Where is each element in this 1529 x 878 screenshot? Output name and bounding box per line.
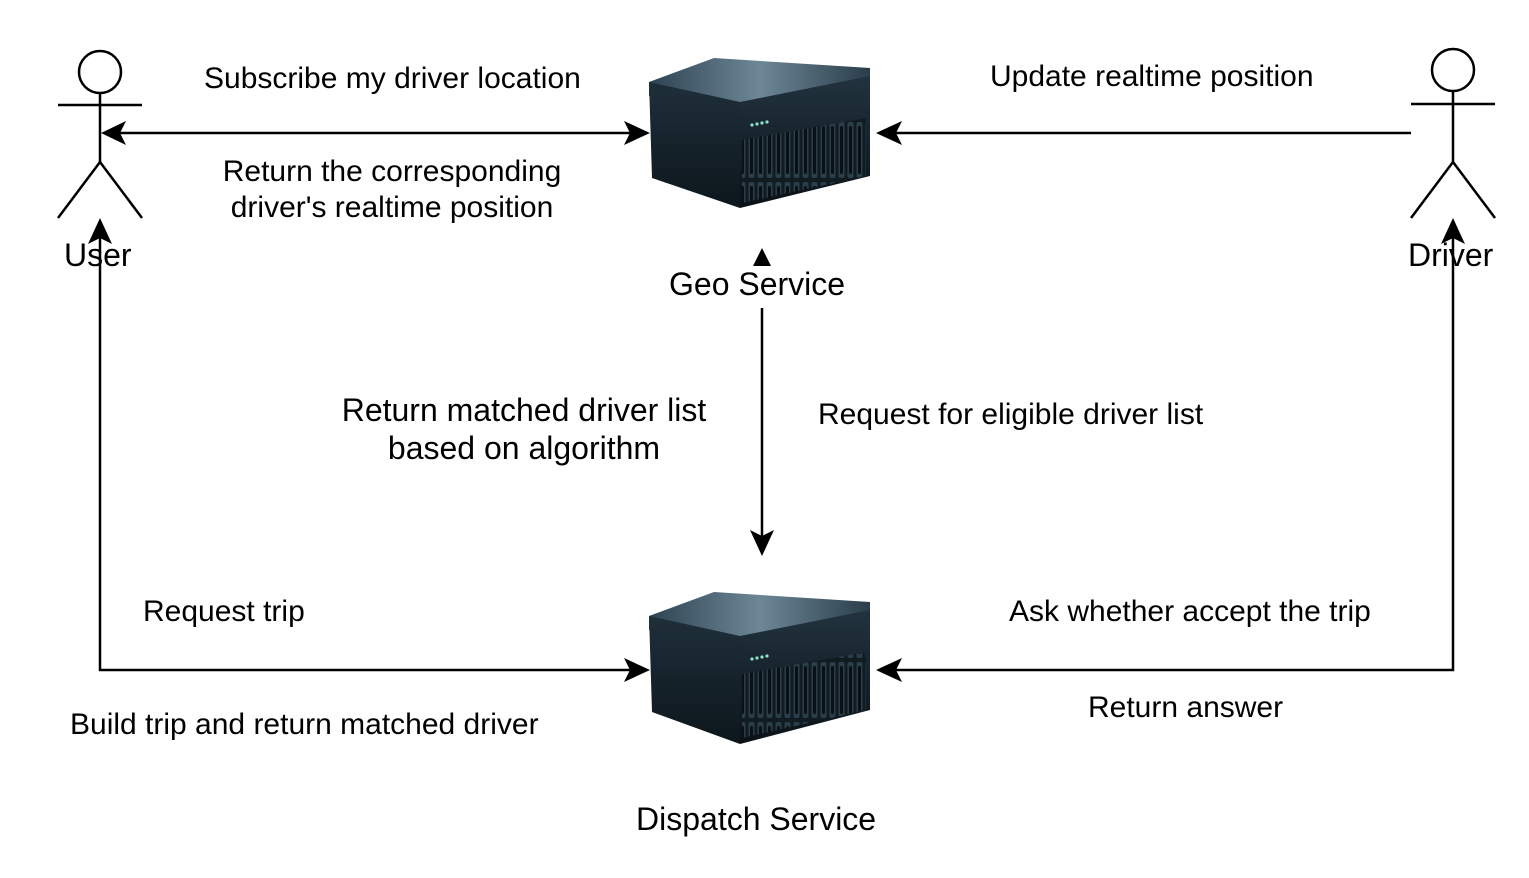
edge-label-request-eligible-list: Request for eligible driver list xyxy=(818,398,1204,431)
arrowhead-to-geo-from-dispatch xyxy=(753,248,771,266)
connector-driver-geo xyxy=(876,121,1411,145)
edge-label-subscribe-location: Subscribe my driver location xyxy=(204,62,581,95)
connector-driver-dispatch xyxy=(876,218,1465,682)
connector-user-geo xyxy=(101,121,650,145)
edge-label-return-realtime-position: Return the corresponding driver's realti… xyxy=(222,155,562,224)
connector-geo-dispatch xyxy=(750,248,774,556)
driver-actor-label: Driver xyxy=(1408,237,1494,273)
arrowhead-to-dispatch xyxy=(750,530,774,556)
arrowhead-to-geo xyxy=(624,121,650,145)
arrowhead-to-geo-from-driver xyxy=(876,121,902,145)
driver-actor-icon xyxy=(1410,47,1496,219)
user-actor-label: User xyxy=(64,237,132,273)
dispatch-service-label: Dispatch Service xyxy=(636,801,877,837)
edge-label-build-trip: Build trip and return matched driver xyxy=(70,708,539,741)
geo-service-label: Geo Service xyxy=(669,266,846,302)
connector-user-dispatch xyxy=(88,218,650,682)
arrowhead-to-dispatch-from-driver xyxy=(876,658,902,682)
edge-label-ask-accept: Ask whether accept the trip xyxy=(1009,595,1371,628)
edge-label-request-trip: Request trip xyxy=(143,595,305,628)
arrowhead-to-dispatch-from-user xyxy=(624,658,650,682)
edge-label-return-matched-list: Return matched driver list based on algo… xyxy=(341,392,707,467)
user-actor-icon xyxy=(57,49,143,219)
arrowhead-to-user-from-dispatch xyxy=(88,218,112,244)
arrowhead-to-driver xyxy=(1441,218,1465,244)
geo-service-server-icon xyxy=(649,58,870,208)
edge-label-return-answer: Return answer xyxy=(1088,691,1284,724)
arrowhead-to-user xyxy=(101,121,126,145)
dispatch-service-server-icon xyxy=(649,592,870,744)
edge-label-update-realtime-position: Update realtime position xyxy=(990,60,1314,93)
